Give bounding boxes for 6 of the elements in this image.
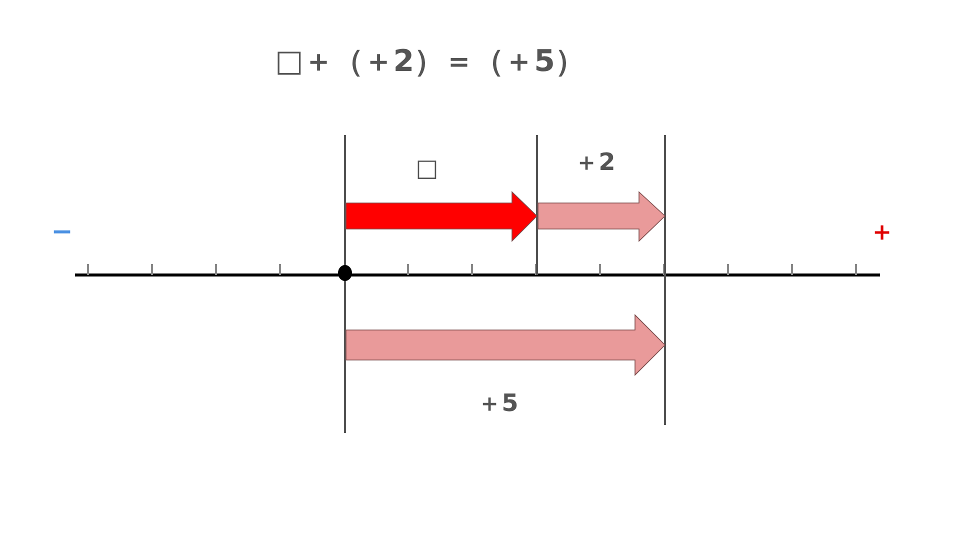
negative-sign: − — [51, 219, 73, 245]
equation-title: □＋（＋2）＝（＋5） — [274, 47, 586, 77]
value-label: ＋2 — [574, 150, 616, 174]
unknown-label: □ — [416, 156, 438, 180]
value-label: ＋5 — [478, 391, 518, 415]
positive-sign: ＋ — [869, 219, 895, 245]
